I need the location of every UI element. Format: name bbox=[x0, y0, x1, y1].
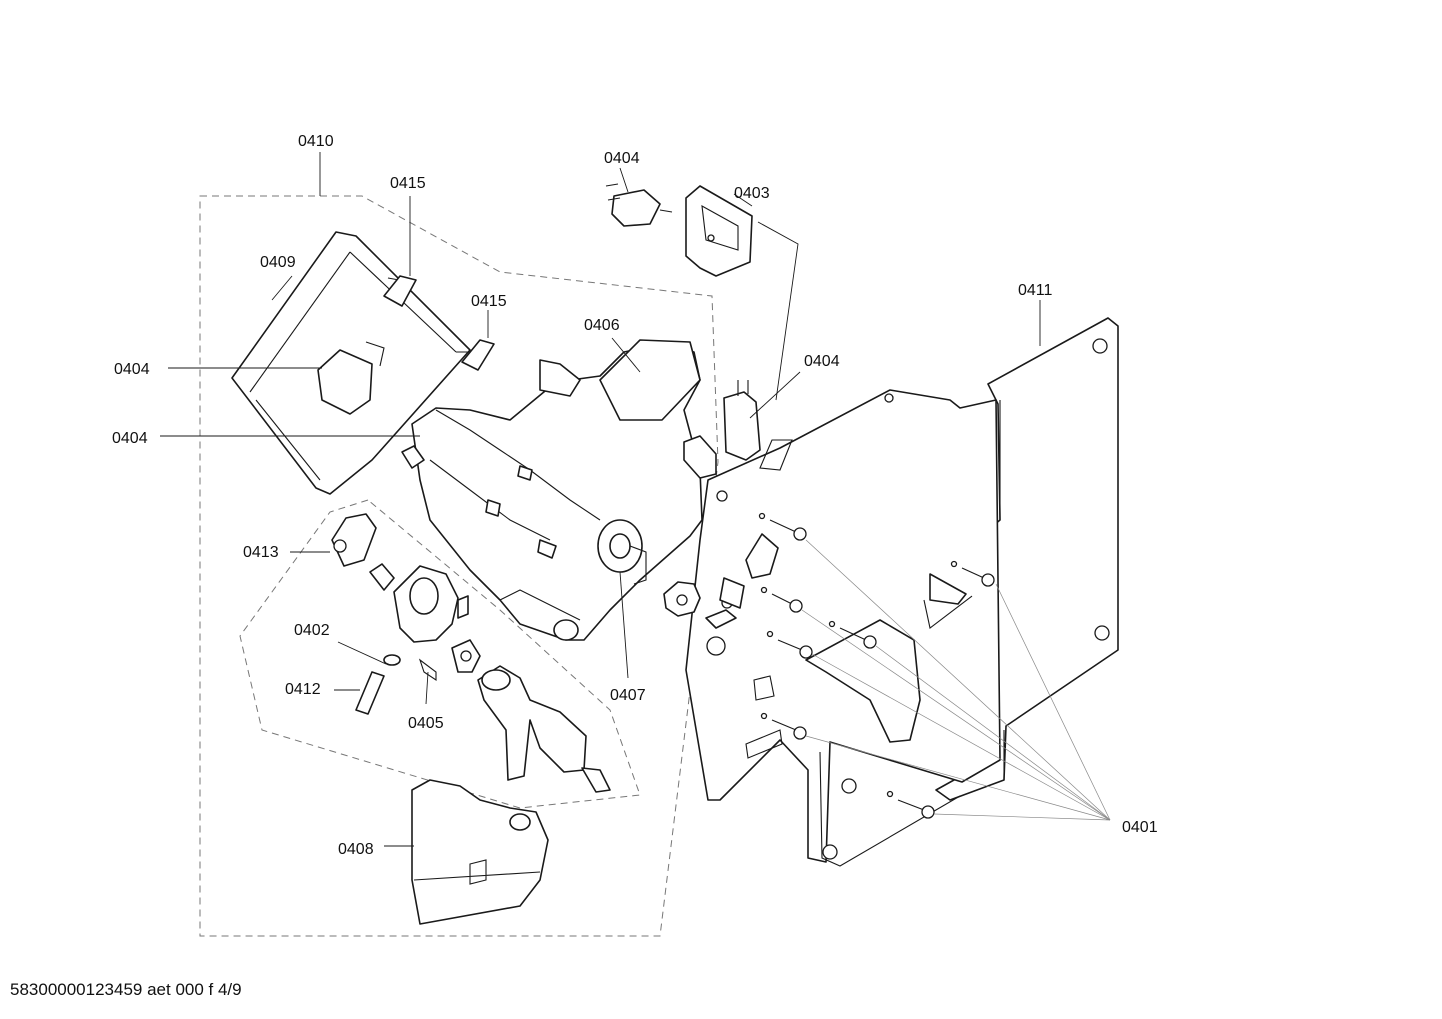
callout-0413: 0413 bbox=[243, 544, 279, 561]
clip-0415-upper bbox=[383, 275, 417, 307]
o-ring-0402 bbox=[383, 654, 401, 666]
switch-0403 bbox=[685, 185, 753, 277]
tank-0408 bbox=[411, 779, 549, 925]
housing-0409 bbox=[231, 231, 471, 495]
outlet-tube bbox=[477, 665, 611, 793]
connector-0404-top bbox=[605, 183, 673, 227]
fitting-0413 bbox=[331, 513, 395, 591]
callout-0408: 0408 bbox=[338, 841, 374, 858]
callout-0404-left-a: 0404 bbox=[114, 361, 150, 378]
pin-0412 bbox=[355, 671, 385, 715]
mounting-plate-0411 bbox=[935, 317, 1119, 801]
cap-part bbox=[451, 639, 481, 673]
clip-0415-lower bbox=[461, 339, 495, 371]
callout-0402: 0402 bbox=[294, 622, 330, 639]
callout-0405: 0405 bbox=[408, 715, 444, 732]
drawing-reference-footer: 58300000123459 aet 000 f 4/9 bbox=[10, 980, 242, 999]
callout-0401: 0401 bbox=[1122, 819, 1158, 836]
callout-0403: 0403 bbox=[734, 185, 770, 202]
callout-0404-top: 0404 bbox=[604, 150, 640, 167]
callout-0407: 0407 bbox=[610, 687, 646, 704]
screw bbox=[886, 790, 935, 819]
connector-0404-right bbox=[723, 380, 761, 461]
valve-block bbox=[393, 565, 469, 643]
callout-0411: 0411 bbox=[1018, 282, 1053, 299]
callout-0404-right: 0404 bbox=[804, 353, 840, 370]
callout-0415-top: 0415 bbox=[390, 175, 426, 192]
screw-set-0401 bbox=[758, 512, 995, 819]
screw bbox=[828, 620, 877, 649]
assembly-0413-boundary bbox=[239, 499, 641, 809]
screw bbox=[760, 712, 807, 740]
clip-0405 bbox=[418, 658, 437, 682]
screw bbox=[950, 560, 995, 587]
screw bbox=[766, 630, 813, 659]
valve-body bbox=[401, 339, 717, 641]
callout-0412: 0412 bbox=[285, 681, 321, 698]
assembly-0410-boundary bbox=[199, 195, 719, 937]
screw bbox=[758, 512, 807, 541]
callout-0406: 0406 bbox=[584, 317, 620, 334]
front-mounting-plate bbox=[685, 389, 1001, 867]
leader-lines bbox=[160, 152, 1111, 847]
callout-labels: 0410 0415 0404 0403 0409 0415 0406 0404 … bbox=[112, 133, 1158, 858]
screw bbox=[760, 586, 803, 613]
callout-0415-mid: 0415 bbox=[471, 293, 507, 310]
callout-0410: 0410 bbox=[298, 133, 334, 150]
gear-0407 bbox=[663, 581, 737, 629]
callout-0404-left-b: 0404 bbox=[112, 430, 148, 447]
callout-0409: 0409 bbox=[260, 254, 296, 271]
